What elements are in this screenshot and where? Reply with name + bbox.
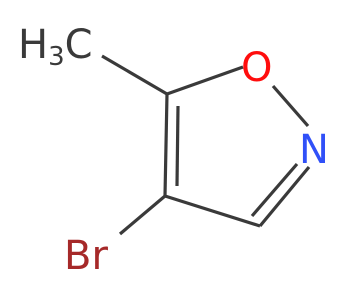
bond-o1-n2 — [271, 84, 310, 128]
bond-n2-c3-inner — [250, 162, 299, 218]
bond-c3-c4 — [164, 194, 261, 228]
bond-methyl-c5 — [101, 54, 168, 96]
methyl-label: H3C — [18, 22, 93, 72]
atom-labels: H3C O N Br — [18, 22, 329, 279]
bromine-label: Br — [64, 233, 108, 279]
bond-c4-c5-outer — [163, 93, 169, 197]
bond-c5-o1 — [166, 65, 244, 96]
bond-c4-br — [118, 194, 167, 236]
bond-n2-c3-outer — [258, 165, 311, 228]
oxygen-label: O — [241, 45, 272, 91]
bond-c4-c5-inner — [175, 105, 180, 187]
bonds — [101, 54, 311, 236]
nitrogen-label: N — [299, 127, 329, 173]
